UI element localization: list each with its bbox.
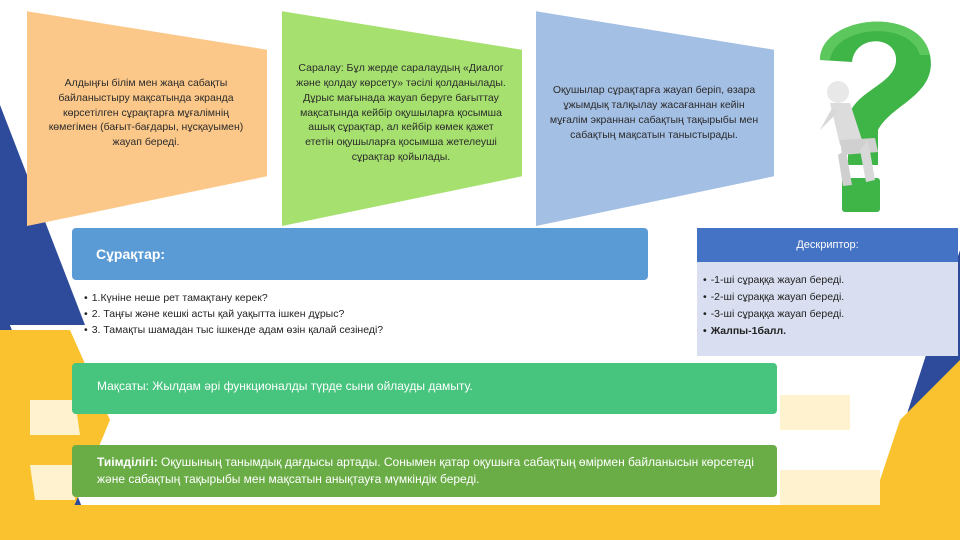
descriptor-item: -1-ші сұраққа жауап береді. bbox=[703, 272, 845, 289]
panel-differentiation-text: Саралау: Бұл жерде саралаудың «Диалог жә… bbox=[296, 61, 506, 164]
efficiency-text: Оқушының танымдық дағдысы артады. Соныме… bbox=[97, 455, 754, 486]
panel-discussion-text: Оқушылар сұрақтарға жауап беріп, өзара ұ… bbox=[549, 84, 759, 141]
questions-header-bar bbox=[72, 228, 648, 280]
descriptor-item: Жалпы-1балл. bbox=[703, 323, 844, 340]
panel-prior-knowledge-text: Алдыңғы білім мен жаңа сабақты байланыст… bbox=[48, 76, 244, 149]
question-item: 1.Күніне неше рет тамақтану керек? bbox=[84, 290, 383, 306]
questions-list: 1.Күніне неше рет тамақтану керек? 2. Та… bbox=[84, 290, 383, 338]
descriptor-item: -2-ші сұраққа жауап береді. bbox=[703, 289, 845, 306]
question-item: 3. Тамақты шамадан тыс ішкенде адам өзін… bbox=[84, 322, 383, 338]
descriptor-title: Дескриптор: bbox=[796, 239, 859, 251]
descriptor-item: -3-ші сұраққа жауап береді. bbox=[703, 306, 845, 323]
panel-differentiation: Саралау: Бұл жерде саралаудың «Диалог жә… bbox=[282, 11, 522, 226]
aim-text: Мақсаты: Жылдам әрі функционалды түрде с… bbox=[97, 379, 473, 393]
questions-title: Сұрақтар: bbox=[96, 246, 166, 262]
question-item: 2. Таңғы және кешкі асты қай уақытта ішк… bbox=[84, 306, 383, 322]
panel-prior-knowledge: Алдыңғы білім мен жаңа сабақты байланыст… bbox=[27, 11, 267, 226]
efficiency-label: Тиімділігі: bbox=[97, 455, 158, 469]
descriptor-header: Дескриптор: bbox=[697, 228, 958, 262]
descriptor-list: -1-ші сұраққа жауап береді. -2-ші сұраққ… bbox=[703, 272, 845, 340]
efficiency-bar: Тиімділігі: Оқушының танымдық дағдысы ар… bbox=[72, 445, 777, 497]
aim-bar: Мақсаты: Жылдам әрі функционалды түрде с… bbox=[72, 363, 777, 414]
question-mark-figure-icon bbox=[820, 21, 931, 212]
